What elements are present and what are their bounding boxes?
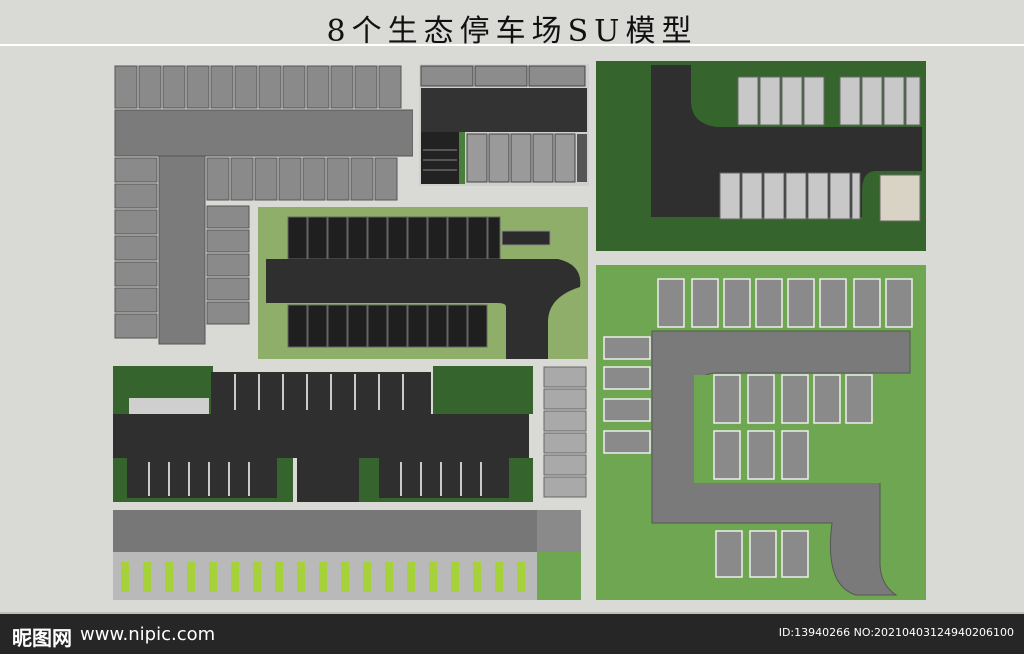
green-field-lot-with-curved-road (596, 265, 926, 600)
dark-lot-with-stairs (419, 64, 589, 186)
paver-strip-plan (113, 510, 581, 600)
long-lot-plan (113, 366, 533, 502)
footer-bar (0, 614, 1024, 654)
image-id: ID:13940266 NO:20210403124940206100 (778, 626, 1014, 639)
green-grass-paver-strip (113, 510, 581, 600)
t-lot-plan (114, 65, 414, 345)
gray-stall-strip (543, 366, 587, 500)
long-lot-with-hedges (113, 366, 533, 503)
gray-strip-plan (543, 366, 587, 498)
t-shaped-gray-lot (113, 64, 414, 346)
hedge-lot-plan (596, 61, 926, 251)
hedge-lot-with-gray-stalls (596, 61, 926, 251)
title-divider (0, 44, 1024, 46)
site-url: www.nipic.com (80, 624, 216, 645)
dark-lot-plan (419, 64, 589, 186)
grass-lot-with-black-stalls (258, 207, 588, 359)
site-logo: 昵图网 (12, 626, 72, 650)
grass-lot-plan (258, 207, 588, 359)
page-title: 8个生态停车场SU模型 (326, 14, 698, 49)
green-field-plan (596, 265, 926, 600)
footer-divider (0, 612, 1024, 614)
